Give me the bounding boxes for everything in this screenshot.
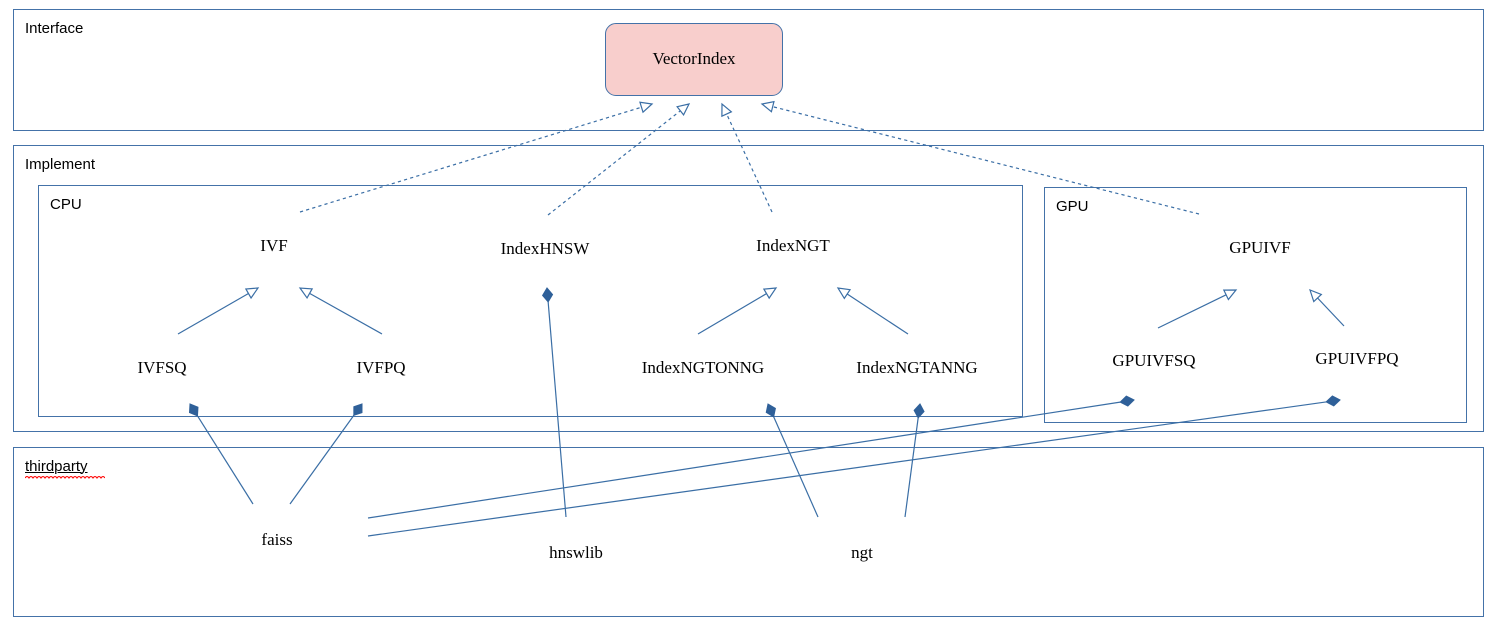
node-label-vectorindex: VectorIndex	[652, 49, 736, 69]
spellcheck-squiggle-icon	[25, 475, 105, 479]
node-label-indexngtanng: IndexNGTANNG	[856, 357, 978, 377]
node-label-gpuivfsq: GPUIVFSQ	[1112, 350, 1196, 370]
node-ivf[interactable]: IVF	[184, 210, 364, 282]
node-label-ngt: ngt	[851, 542, 873, 562]
node-indexngt[interactable]: IndexNGT	[703, 210, 883, 282]
panel-label-gpu: GPU	[1056, 198, 1089, 215]
node-ngt[interactable]: ngt	[772, 515, 952, 591]
node-ivfsq[interactable]: IVFSQ	[72, 332, 252, 404]
node-label-hnswlib: hnswlib	[549, 542, 603, 562]
node-vectorindex[interactable]: VectorIndex	[605, 23, 783, 96]
node-label-indexngt: IndexNGT	[756, 235, 830, 255]
panel-label-implement: Implement	[25, 156, 96, 173]
node-gpuivfpq[interactable]: GPUIVFPQ	[1267, 323, 1447, 395]
node-label-gpuivfpq: GPUIVFPQ	[1315, 348, 1399, 368]
node-faiss[interactable]: faiss	[187, 502, 367, 578]
node-label-gpuivf: GPUIVF	[1229, 237, 1291, 257]
panel-label-thirdparty: thirdparty	[25, 459, 105, 479]
node-label-ivfpq: IVFPQ	[356, 357, 406, 377]
node-label-ivf: IVF	[260, 235, 288, 255]
node-indexhnsw[interactable]: IndexHNSW	[455, 213, 635, 285]
panel-label-cpu: CPU	[50, 196, 82, 213]
node-ivfpq[interactable]: IVFPQ	[291, 332, 471, 404]
node-gpuivf[interactable]: GPUIVF	[1170, 212, 1350, 284]
panel-label-interface: Interface	[25, 20, 84, 37]
node-label-indexngtonng: IndexNGTONNG	[641, 357, 765, 377]
node-hnswlib[interactable]: hnswlib	[486, 515, 666, 591]
node-label-faiss: faiss	[261, 529, 293, 549]
node-indexngtanng[interactable]: IndexNGTANNG	[827, 332, 1007, 404]
node-indexngtonng[interactable]: IndexNGTONNG	[613, 332, 793, 404]
node-label-indexhnsw: IndexHNSW	[500, 238, 590, 258]
node-label-ivfsq: IVFSQ	[137, 357, 187, 377]
node-gpuivfsq[interactable]: GPUIVFSQ	[1064, 325, 1244, 397]
